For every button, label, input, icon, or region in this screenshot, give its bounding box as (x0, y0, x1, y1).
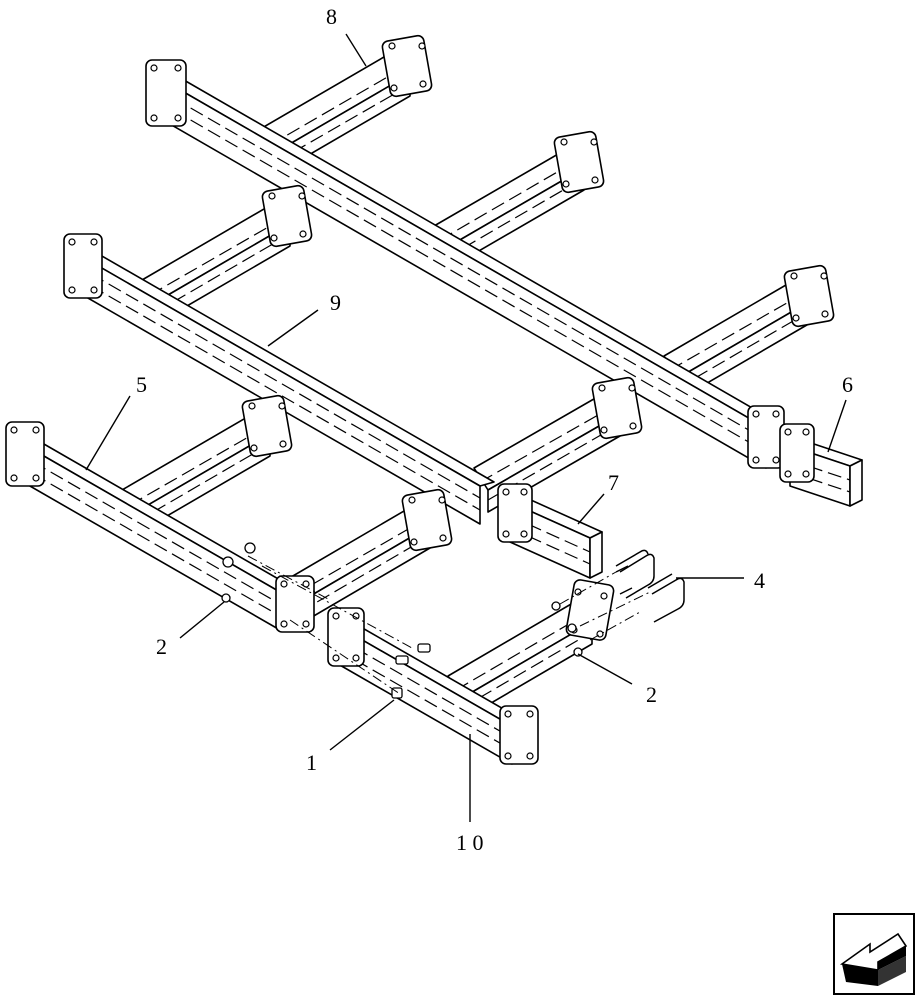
main-tube-9 (63, 233, 495, 525)
cross-tube-8a (261, 34, 433, 175)
leader-lines (85, 33, 847, 822)
callout-labels: 8 9 5 6 7 4 2 2 1 1 0 (136, 4, 853, 855)
frame-assembly-10 (327, 579, 615, 765)
frame-assembly-8 (145, 34, 835, 469)
end-plate (261, 184, 313, 248)
u-bolt-4 (615, 549, 685, 623)
end-plate (241, 394, 293, 458)
main-tube-5 (5, 421, 315, 633)
bolt (391, 601, 583, 699)
callout-2-right: 2 (646, 682, 657, 707)
callout-10: 1 0 (456, 830, 484, 855)
callout-2-left: 2 (156, 634, 167, 659)
end-plate (499, 705, 539, 765)
end-plate (5, 421, 45, 487)
cross-tube-5a (121, 394, 293, 535)
callout-1: 1 (306, 750, 317, 775)
cross-tube-8c (663, 264, 835, 401)
callout-5: 5 (136, 372, 147, 397)
end-plate (591, 376, 643, 440)
assembly-centerlines (247, 555, 651, 695)
callout-8: 8 (326, 4, 337, 29)
short-tube-6 (779, 423, 863, 507)
previous-page-arrow-icon[interactable] (833, 913, 915, 995)
end-plate (275, 575, 315, 633)
short-tube-7 (497, 483, 603, 579)
end-plate (381, 34, 433, 98)
callout-9: 9 (330, 290, 341, 315)
end-plate (553, 130, 605, 194)
cross-tube-9a (141, 184, 313, 325)
end-plate (145, 59, 187, 127)
cross-tube-10a (447, 579, 615, 721)
callout-6: 6 (842, 372, 853, 397)
cross-tube-5b (285, 488, 453, 625)
end-plate (565, 579, 615, 641)
main-tube-10 (327, 607, 539, 765)
end-plate (747, 405, 785, 469)
frame-assembly-5 (5, 394, 453, 633)
end-plate (401, 488, 453, 552)
callout-7: 7 (608, 470, 619, 495)
end-plate (63, 233, 103, 299)
end-plate (783, 264, 835, 328)
nut (221, 542, 256, 603)
callout-4: 4 (754, 568, 765, 593)
cross-tube-8b (433, 130, 605, 271)
end-plate (327, 607, 365, 667)
